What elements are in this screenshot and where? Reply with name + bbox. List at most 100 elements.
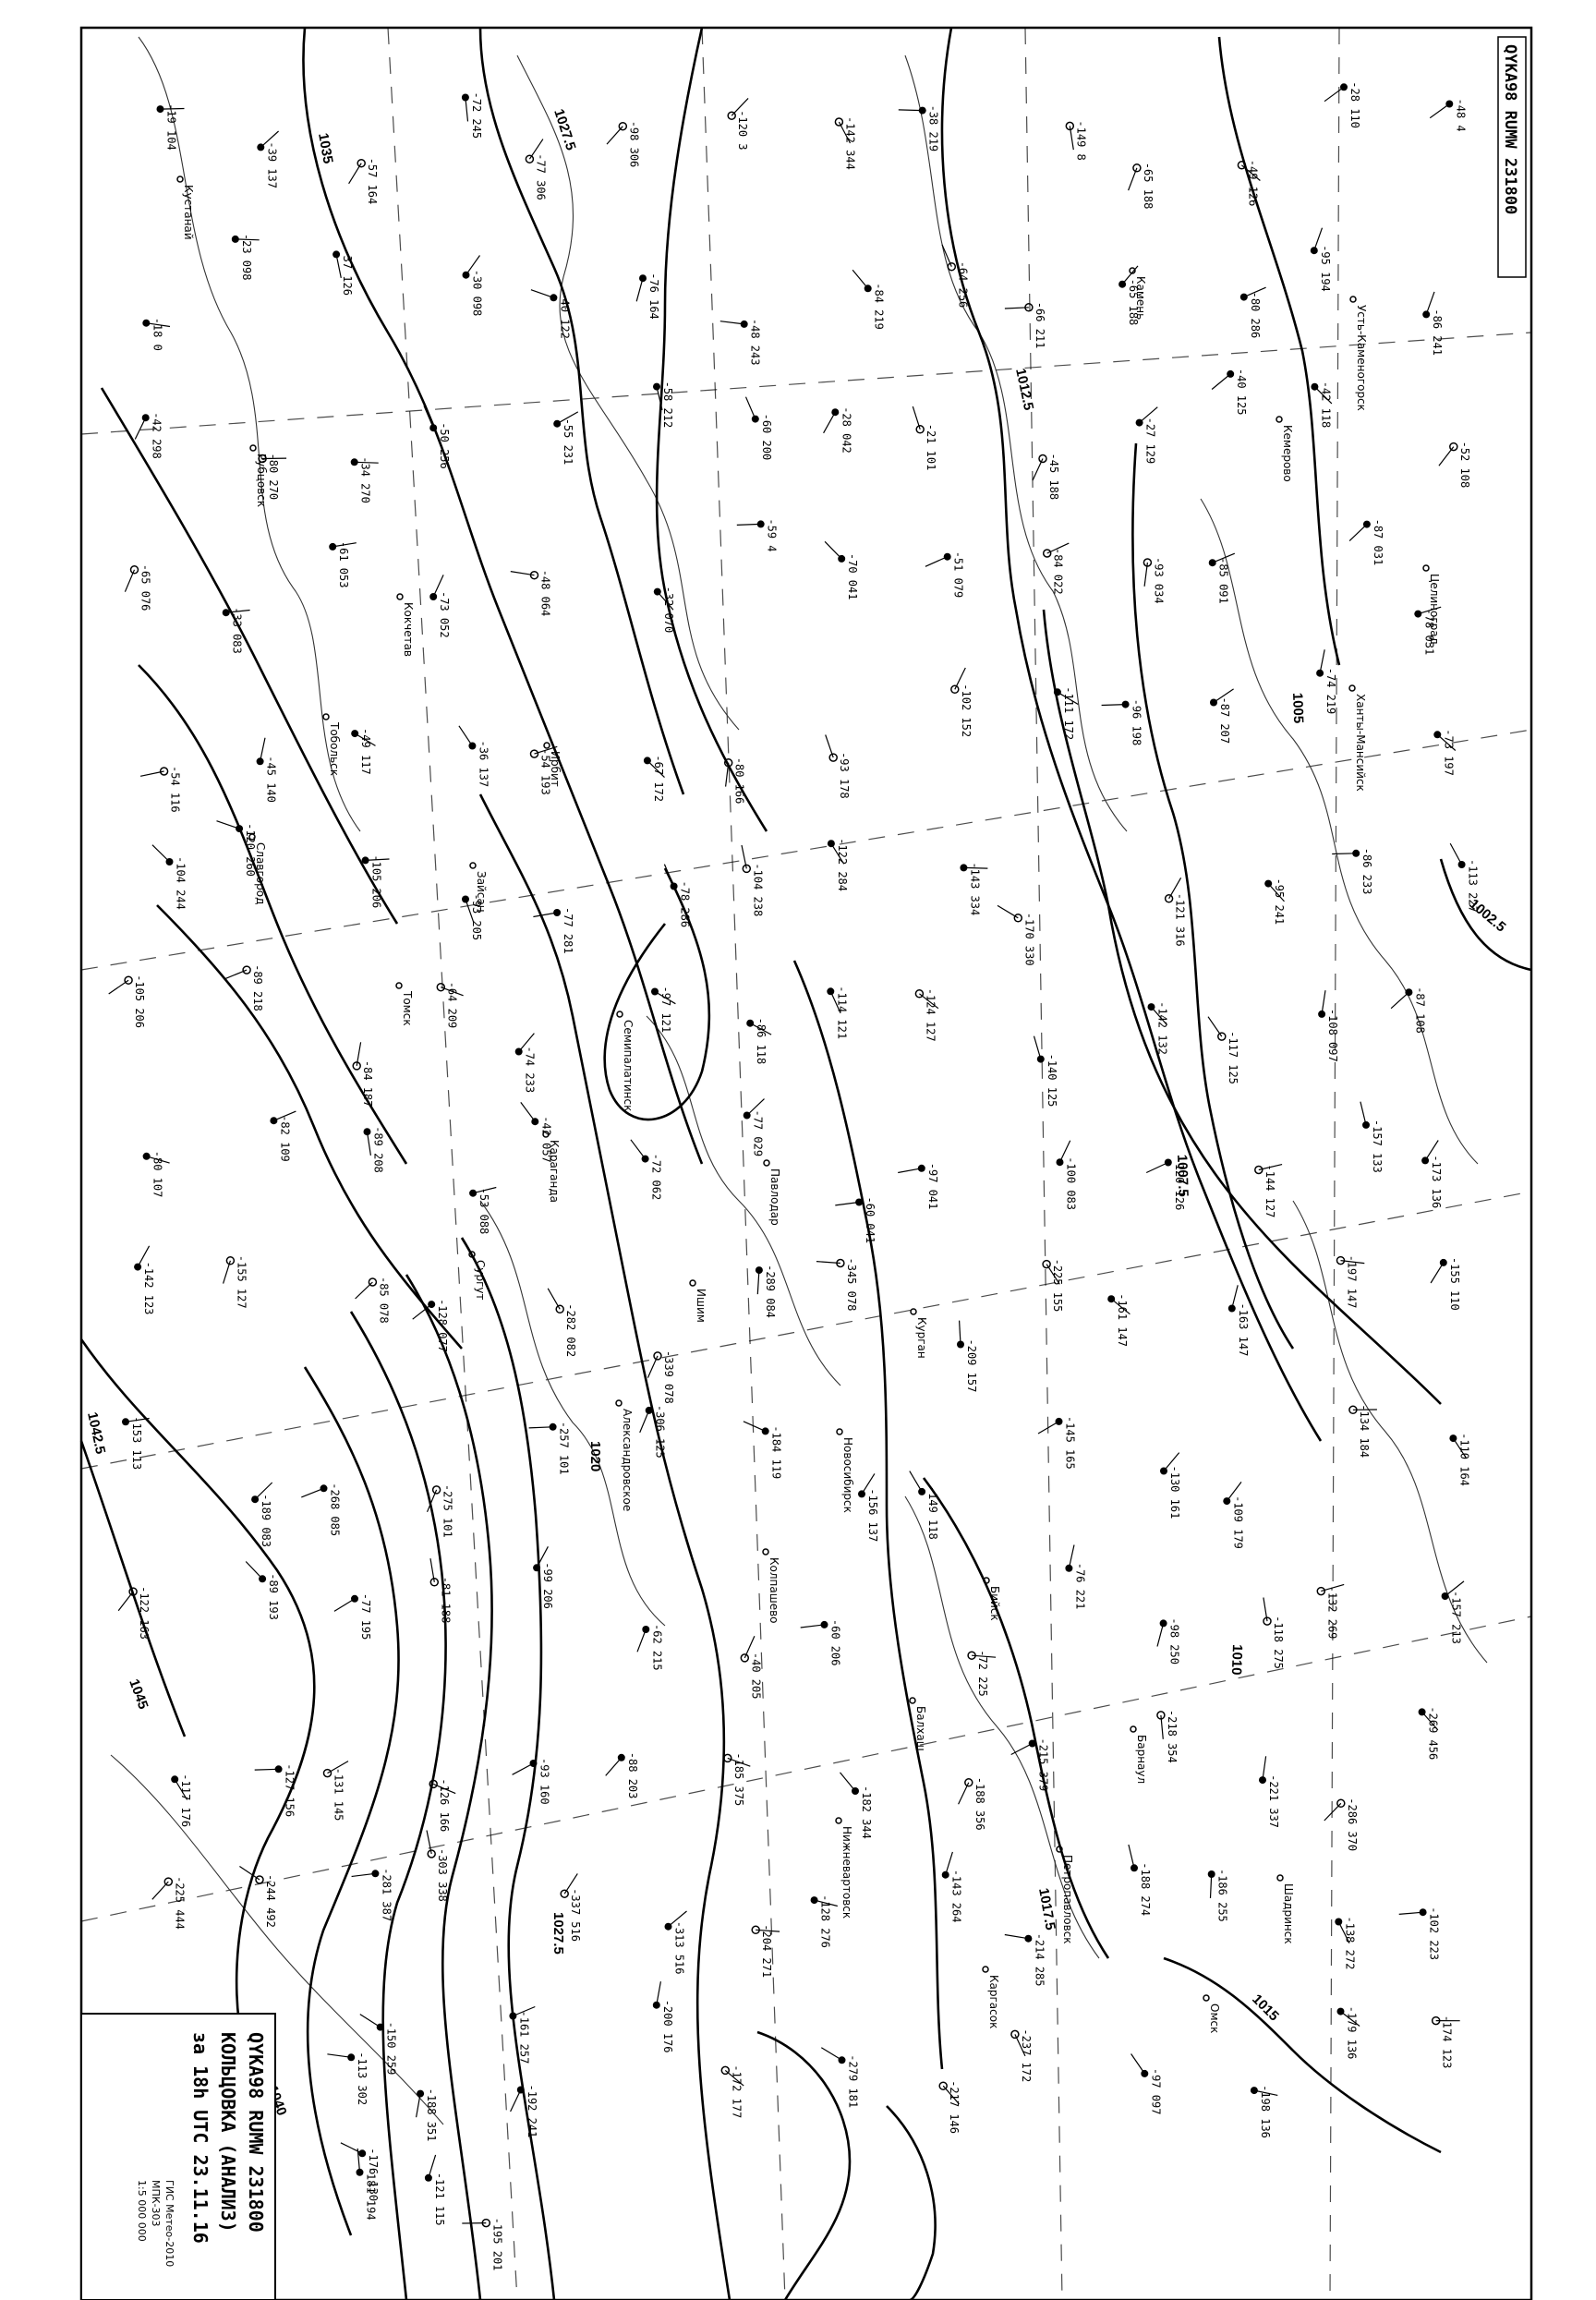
wind-barb	[536, 1546, 549, 1568]
station-observation: -225 155	[1051, 1259, 1064, 1313]
station-observation: -170 330	[1022, 913, 1035, 966]
station-marker	[964, 1778, 973, 1787]
wind-barb	[1390, 991, 1409, 1010]
header-box	[1497, 36, 1527, 278]
wind-barb	[1332, 853, 1357, 855]
station-observation: -72 245	[470, 92, 483, 139]
wind-barb	[1211, 373, 1231, 390]
station-observation: -67 172	[652, 755, 665, 802]
station-observation: -345 078	[845, 1258, 858, 1312]
place-marker	[542, 1131, 550, 1138]
station-observation: -161 147	[1116, 1293, 1129, 1347]
station-observation: -337 516	[569, 1888, 582, 1942]
place-marker	[982, 1966, 989, 1973]
wind-barb	[1452, 1437, 1468, 1459]
wind-barb	[1145, 1161, 1169, 1174]
station-observation: -61 053	[337, 541, 350, 588]
station-observation: -82 109	[278, 1115, 291, 1162]
wind-barb	[301, 1487, 324, 1498]
station-observation: -184 119	[770, 1425, 783, 1479]
place-marker	[1422, 564, 1430, 572]
station-marker	[1237, 161, 1247, 170]
station-observation: -85 078	[377, 1277, 390, 1324]
wind-barb	[1258, 1164, 1283, 1171]
station-observation: -282 082	[564, 1303, 577, 1357]
place-name: Ишим	[695, 1289, 707, 1323]
station-observation: -173 136	[1430, 1155, 1443, 1208]
wind-barb	[528, 139, 544, 160]
wind-barb	[556, 411, 579, 425]
station-observation: -120 3	[736, 110, 749, 150]
wind-barb	[656, 386, 663, 411]
isobar-1005	[1217, 36, 1341, 666]
wind-barb	[137, 1245, 151, 1267]
station-marker	[1316, 1586, 1326, 1596]
wind-barb	[426, 1489, 438, 1513]
station-observation: -28 110	[1348, 81, 1361, 128]
place-marker	[396, 593, 404, 600]
station-observation: -192 241	[526, 2085, 538, 2138]
wind-barb	[513, 2005, 536, 2017]
station-observation: -77 029	[752, 1110, 765, 1157]
wind-barb	[1046, 542, 1070, 554]
place-name: Новосибирск	[841, 1437, 854, 1513]
legend-subtitle: КОЛЬЦОВКА (АНАЛИЗ)	[217, 2032, 239, 2233]
wind-barb	[829, 991, 841, 1014]
station-marker	[231, 235, 239, 243]
wind-barb	[1263, 1597, 1268, 1622]
wind-barb	[1226, 1482, 1242, 1502]
station-observation: -102 152	[960, 684, 973, 737]
place-name: Кокчетав	[402, 602, 415, 657]
station-observation: -84 022	[1052, 548, 1065, 595]
station-observation: -104 244	[175, 856, 187, 910]
wind-barb	[816, 1261, 840, 1265]
wind-barb	[647, 759, 665, 779]
station-marker	[1217, 1032, 1227, 1041]
wind-barb	[1130, 2053, 1145, 2075]
station-observation: -38 219	[927, 105, 940, 152]
isobar-1040	[303, 1366, 400, 2236]
wind-barb	[1212, 552, 1236, 563]
station-observation: -204 271	[760, 1924, 773, 1978]
station-marker	[1042, 549, 1052, 558]
station-marker	[950, 684, 960, 695]
wind-barb	[1262, 1756, 1267, 1781]
station-observation: -195 201	[490, 2218, 503, 2271]
station-observation: -105 206	[133, 974, 146, 1028]
wind-barb	[814, 1899, 838, 1907]
station-observation: -140 125	[1046, 1054, 1058, 1108]
station-observation: -40 205	[749, 1652, 762, 1700]
place-marker	[835, 1817, 842, 1824]
wind-barb	[357, 2148, 361, 2173]
wind-barb	[1243, 286, 1266, 298]
station-observation: -74 219	[1324, 668, 1337, 715]
station-observation: -313 516	[673, 1921, 686, 1975]
station-observation: -157 213	[1450, 1591, 1463, 1644]
station-observation: -279 181	[847, 2054, 860, 2108]
station-observation: -80 107	[151, 1151, 164, 1198]
station-observation: -217 146	[948, 2080, 961, 2134]
wind-barb	[1213, 688, 1234, 703]
station-marker	[555, 1304, 564, 1314]
wind-barb	[746, 1098, 765, 1116]
wind-barb	[117, 1591, 134, 1612]
wind-barb	[333, 1598, 356, 1612]
station-observation: -122 163	[138, 1586, 151, 1640]
station-observation: -109 179	[1231, 1495, 1244, 1549]
station-marker	[529, 749, 539, 758]
station-marker	[436, 982, 446, 992]
station-marker	[1065, 121, 1075, 131]
place-name: Каргасок	[987, 1975, 1000, 2028]
station-observation: -128 077	[436, 1299, 449, 1352]
place-marker	[616, 1011, 623, 1018]
station-observation: -113 227	[1467, 859, 1480, 913]
place-name: Павлодар	[768, 1168, 781, 1226]
wind-barb	[725, 762, 730, 787]
station-observation: -64 209	[445, 982, 458, 1029]
station-observation: -95 241	[1273, 878, 1286, 926]
wind-barb	[465, 899, 475, 923]
station-observation: -198 136	[1259, 2085, 1272, 2138]
station-observation: -18 0	[151, 318, 163, 351]
wind-barb	[224, 969, 248, 980]
wind-barb	[124, 569, 136, 592]
